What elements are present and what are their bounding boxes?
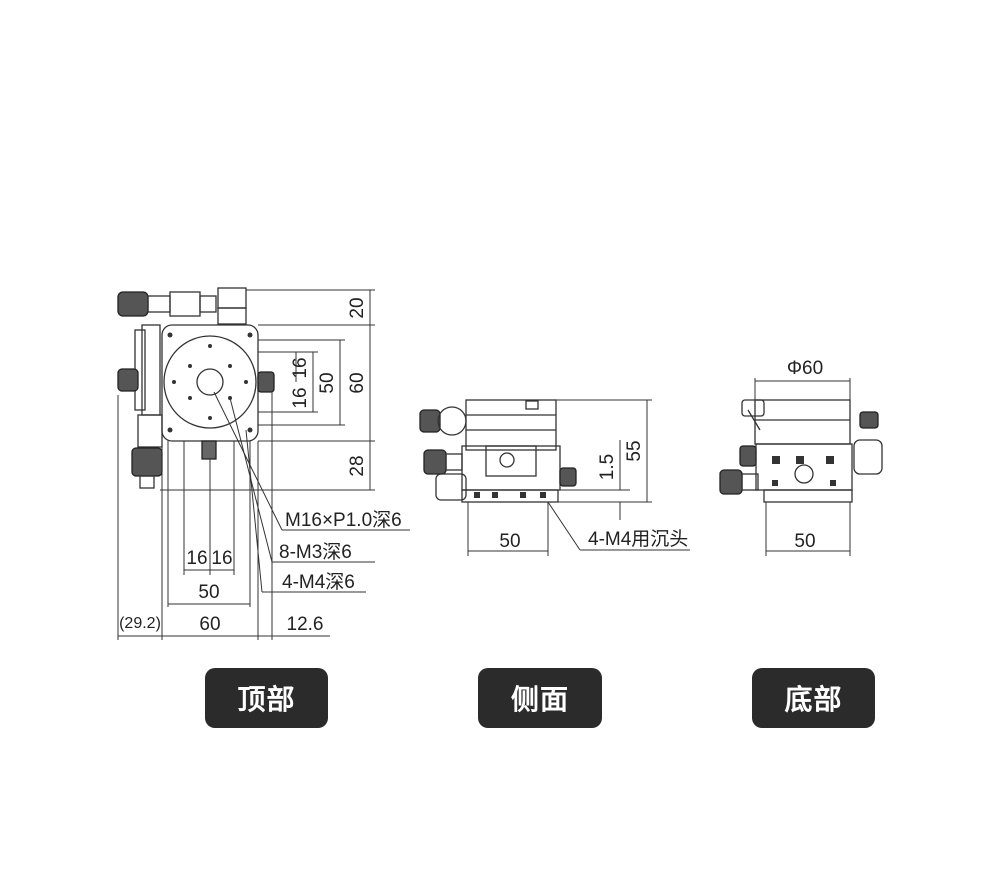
top-view-dimension-labels: 20 60 28 50 16 16 16 16 50 (29.2) 60 12.… <box>119 297 402 635</box>
dim-50-vertical: 50 <box>317 372 338 393</box>
side-view-drawing <box>419 399 577 503</box>
dim-16-vertical-b: 16 <box>290 387 311 408</box>
side-view-button[interactable]: 侧面 <box>478 668 602 728</box>
dim-16-horizontal-a: 16 <box>186 548 207 569</box>
bottom-view-button[interactable]: 底部 <box>752 668 875 728</box>
top-view-button[interactable]: 顶部 <box>205 668 328 728</box>
bottom-view-drawing <box>719 399 883 503</box>
dim-29-2: (29.2) <box>119 615 161 632</box>
bottom-view-dimension-lines <box>754 378 851 556</box>
dim-50-horizontal: 50 <box>198 582 219 603</box>
dim-12-6: 12.6 <box>287 614 324 635</box>
top-view-label: 顶部 <box>237 683 296 716</box>
callout-8-m3: 8-M3深6 <box>279 541 352 563</box>
side-view-dimension-lines <box>467 399 690 556</box>
top-view-drawing <box>117 287 275 489</box>
bottom-view-label: 底部 <box>784 683 843 716</box>
side-view-dimension-labels: 1.5 55 50 4-M4用沉头 <box>499 440 688 552</box>
dim-phi-60: Φ60 <box>787 358 823 379</box>
bottom-view-dimension-labels: Φ60 50 <box>787 358 823 552</box>
dim-16-horizontal-b: 16 <box>211 548 232 569</box>
dim-50-bottom: 50 <box>794 531 815 552</box>
dim-20: 20 <box>347 297 368 318</box>
dim-60-horizontal: 60 <box>199 614 220 635</box>
dim-28: 28 <box>347 455 368 476</box>
dim-16-vertical-a: 16 <box>290 357 311 378</box>
callout-4-m4: 4-M4深6 <box>282 571 355 593</box>
callout-4-m4-countersunk: 4-M4用沉头 <box>588 528 688 550</box>
dim-1-5: 1.5 <box>597 454 618 480</box>
side-view-label: 侧面 <box>510 683 569 716</box>
dim-50-side: 50 <box>499 531 520 552</box>
top-view-dimension-lines <box>117 289 410 640</box>
callout-m16: M16×P1.0深6 <box>285 509 402 531</box>
dim-60-vertical: 60 <box>347 372 368 393</box>
dim-55: 55 <box>624 440 645 461</box>
